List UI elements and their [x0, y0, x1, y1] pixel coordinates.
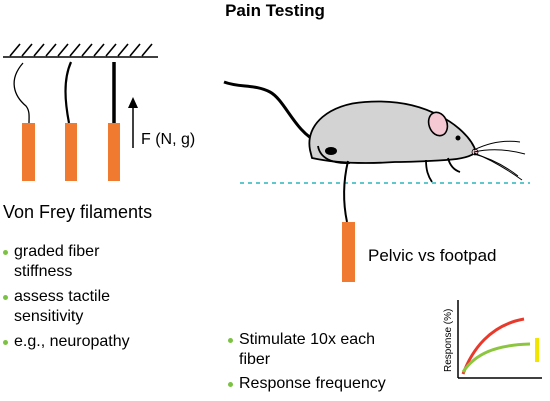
mouse-ear	[427, 111, 449, 137]
filament-bullet-list: graded fiber stiffness assess tactile se…	[3, 242, 153, 357]
mouse-front-leg-2	[447, 157, 461, 173]
list-item: Response frequency	[228, 374, 408, 394]
site-label: Pelvic vs footpad	[368, 246, 497, 265]
mouse	[308, 100, 526, 183]
mouse-rear-leg	[317, 145, 351, 164]
force-label: F (N, g)	[141, 131, 196, 148]
filament-holder-3	[108, 123, 120, 181]
list-item: e.g., neuropathy	[3, 332, 153, 352]
response-curve-low	[461, 342, 531, 373]
filament-medium	[64, 61, 73, 124]
ceiling-mount	[3, 43, 158, 58]
procedure-bullet-list: Stimulate 10x each fiber Response freque…	[228, 330, 408, 399]
filament-holder-under	[342, 222, 355, 282]
filament-under-mouse	[343, 160, 349, 223]
response-axis-label: Response (%)	[443, 308, 454, 372]
list-item: assess tactile sensitivity	[3, 287, 164, 327]
response-plot	[457, 300, 542, 379]
force-arrow	[128, 97, 138, 148]
filament-holder-2	[65, 123, 77, 181]
filament-holder-1	[22, 123, 35, 181]
mouse-tail	[223, 80, 319, 144]
diagram-title: Pain Testing	[225, 1, 325, 20]
list-item: graded fiber stiffness	[3, 242, 154, 282]
list-item: Stimulate 10x each fiber	[228, 330, 389, 370]
mouse-eye	[455, 135, 461, 141]
filament-caption: Von Frey filaments	[3, 202, 153, 222]
mouse-whiskers	[473, 140, 526, 181]
mouse-front-leg-1	[425, 159, 433, 183]
filament-thin	[13, 62, 30, 124]
mouse-marking	[325, 147, 337, 155]
